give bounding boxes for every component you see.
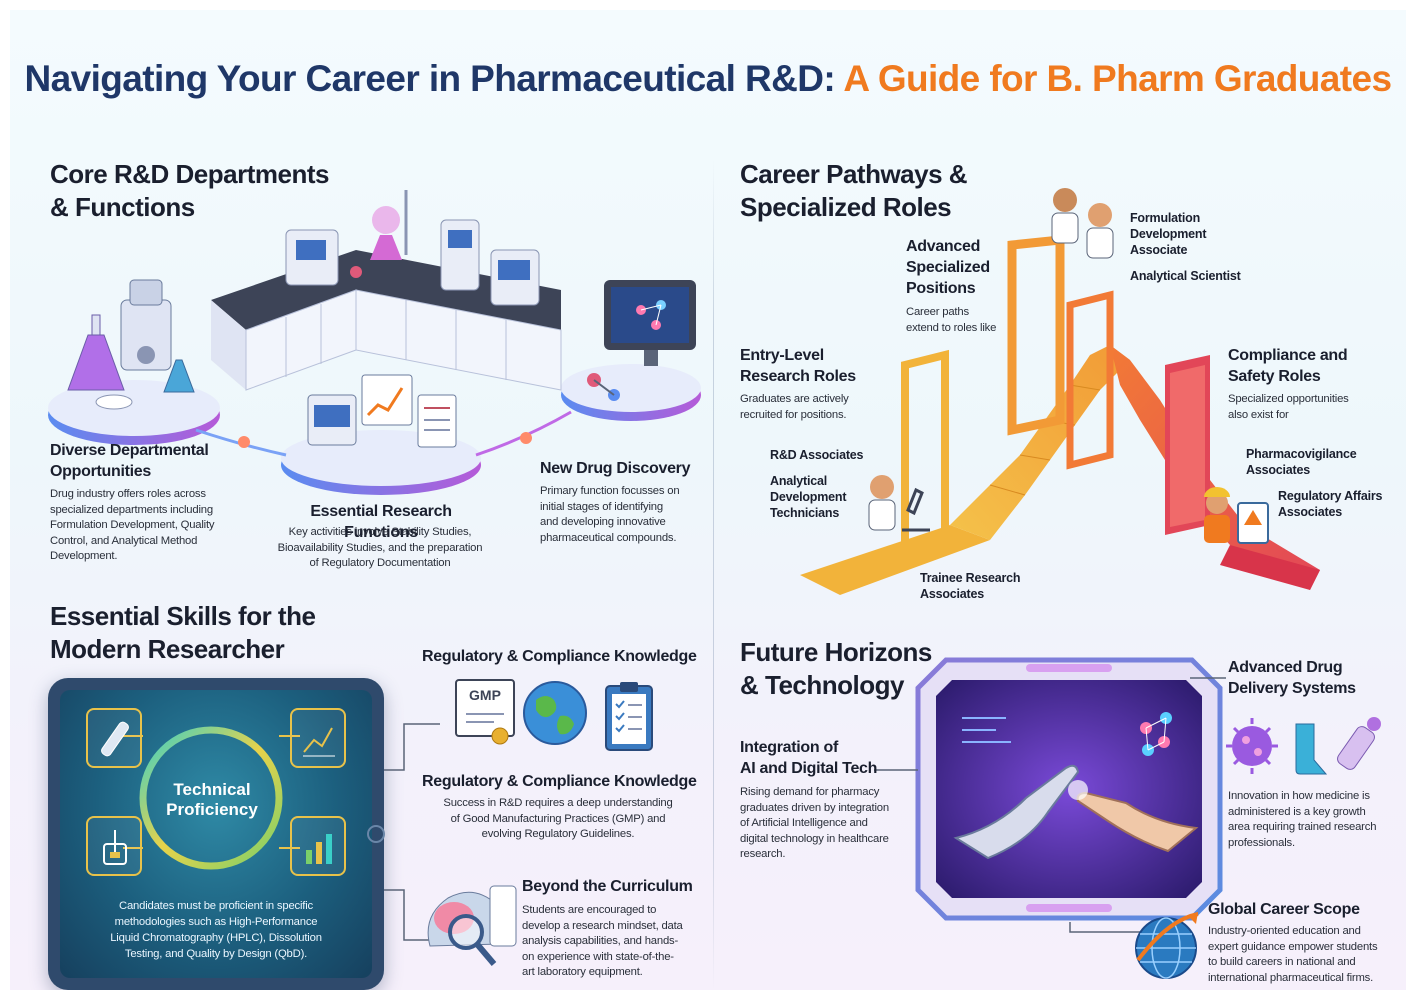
discovery-title: New Drug Discovery [540, 460, 691, 477]
column-icon-tile [86, 708, 142, 768]
diverse-title: Diverse Departmental Opportunities [50, 442, 209, 480]
ai-handshake-screen-illustration [915, 657, 1223, 921]
dissolution-apparatus-icon [103, 830, 127, 865]
beyond-text: Students are encouraged to develop a res… [522, 904, 683, 978]
advanced-text: Career paths extend to roles like [906, 306, 997, 334]
checklist-clipboard-icon [605, 682, 653, 751]
bar-chart-icon-tile [290, 816, 346, 876]
regulatory-header: Regulatory & Compliance Knowledge [422, 648, 697, 665]
brain-magnifier-icon [427, 885, 517, 966]
gmp-certificate-icon [455, 679, 515, 745]
delivery-title: Advanced Drug Delivery Systems [1228, 659, 1356, 697]
page-title: Navigating Your Career in Pharmaceutical… [10, 58, 1406, 100]
trainee-role: Trainee Research Associates [920, 571, 1021, 601]
lab-bench-illustration [48, 190, 701, 495]
technicians-role: Analytical Development Technicians [770, 474, 847, 520]
technical-proficiency-ring [123, 726, 385, 870]
hplc-column-icon [101, 721, 129, 757]
entry-text: Graduates are actively recruited for pos… [740, 393, 849, 421]
rd-associates-role: R&D Associates [770, 448, 864, 462]
compliance-title: Compliance and Safety Roles [1228, 347, 1348, 385]
career-heading: Career Pathways & Specialized Roles [740, 159, 968, 222]
infographic-canvas: Navigating Your Career in Pharmaceutical… [10, 10, 1406, 990]
tablet-text: Candidates must be proficient in specifi… [110, 900, 322, 960]
essential-title: Essential Research Functions [310, 503, 452, 541]
drug-delivery-icons [1226, 717, 1381, 775]
title-part-navy: Navigating Your Career in Pharmaceutical… [24, 58, 836, 99]
regulatory-title: Regulatory & Compliance Knowledge [422, 773, 697, 790]
delivery-text: Innovation in how medicine is administer… [1228, 790, 1377, 849]
formulation-role: Formulation Development Associate [1130, 211, 1207, 257]
scatter-graph-icon [303, 727, 335, 757]
essential-text: Key activities involve Stability Studies… [277, 526, 483, 569]
compliance-text: Specialized opportunities also exist for [1228, 393, 1349, 421]
pharmacovigilance-role: Pharmacovigilance Associates [1246, 447, 1357, 477]
graph-icon-tile [290, 708, 346, 768]
bar-chart-icon [306, 834, 332, 864]
career-staircase-illustration [800, 188, 1320, 595]
beyond-title: Beyond the Curriculum [522, 878, 693, 895]
core-rd-heading: Core R&D Departments & Functions [50, 159, 329, 222]
title-part-orange: A Guide for B. Pharm Graduates [843, 58, 1392, 99]
advanced-title: Advanced Specialized Positions [906, 238, 990, 297]
skills-heading: Essential Skills for the Modern Research… [50, 601, 316, 664]
globe-icon [523, 681, 587, 745]
ai-text: Rising demand for pharmacy graduates dri… [740, 786, 889, 860]
diverse-text: Drug industry offers roles across specia… [50, 488, 215, 562]
analytical-scientist-role: Analytical Scientist [1130, 269, 1241, 283]
ai-title: Integration of AI and Digital Tech [740, 739, 878, 777]
global-title: Global Career Scope [1208, 901, 1360, 918]
regulatory-text: Success in R&D requires a deep understan… [443, 797, 673, 840]
regulatory-affairs-role: Regulatory Affairs Associates [1278, 489, 1383, 519]
dissolution-icon-tile [86, 816, 142, 876]
future-heading: Future Horizons & Technology [740, 637, 932, 700]
vertical-divider [713, 160, 714, 990]
technical-proficiency-label: Technical Proficiency [166, 780, 258, 819]
skills-connector-lines [384, 723, 440, 941]
discovery-text: Primary function focusses on initial sta… [540, 485, 680, 544]
gmp-label: GMP [469, 687, 501, 703]
future-connector-lines [874, 677, 1226, 933]
global-scope-globe-icon [1135, 912, 1199, 979]
global-text: Industry-oriented education and expert g… [1208, 925, 1378, 984]
entry-title: Entry-Level Research Roles [740, 347, 856, 385]
